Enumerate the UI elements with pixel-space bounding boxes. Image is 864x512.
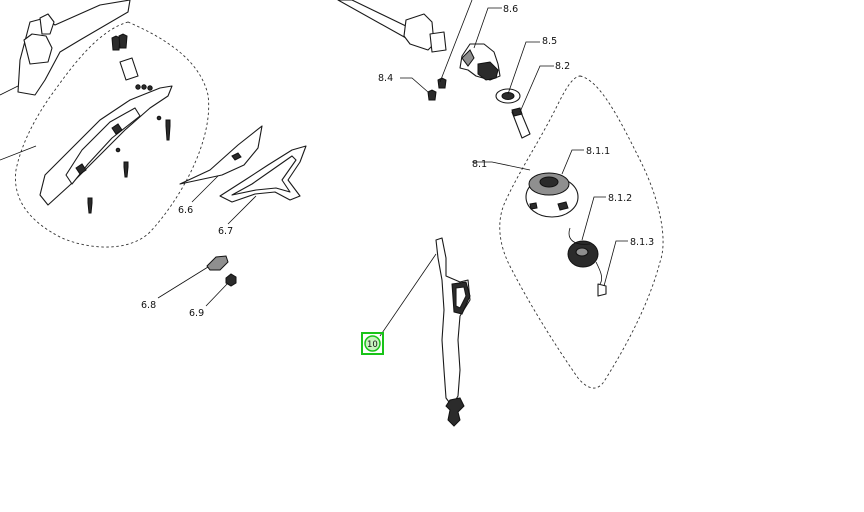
clip — [119, 57, 139, 81]
shaft-clamp — [403, 13, 435, 51]
spool-eyelet — [529, 202, 538, 210]
nut — [135, 84, 141, 90]
callout-6-6: 6.6 — [178, 205, 193, 216]
trimmer-head-group-boundary — [499, 75, 664, 389]
nut — [147, 85, 153, 91]
blade-gasket-inner — [231, 155, 297, 196]
drive-shaft — [337, 0, 411, 39]
leader-8-1 — [472, 161, 531, 171]
callout-8-6: 8.6 — [503, 4, 518, 15]
trimmer-line — [568, 227, 603, 285]
selected-callout-highlight[interactable] — [361, 332, 384, 355]
cap-6-8 — [206, 255, 229, 271]
screw-8-4b — [437, 77, 447, 89]
screw — [165, 119, 171, 141]
callout-10: 10 — [367, 340, 378, 350]
shaft-tube — [429, 31, 447, 53]
spool-eyelet — [557, 201, 569, 211]
guard-slot — [111, 123, 123, 135]
leader-8-4 — [400, 77, 429, 93]
strap-hook — [445, 397, 465, 427]
strap-buckle-slot — [455, 286, 467, 309]
leader-8-2 — [519, 65, 554, 113]
washer — [115, 147, 121, 153]
bracket-ear — [39, 13, 55, 35]
nut — [141, 84, 147, 90]
gear-head-neck — [461, 49, 475, 67]
shoulder-strap-assembly: 10 — [361, 237, 471, 427]
callout-8-1-3: 8.1.3 — [630, 237, 654, 248]
blade-parts: 6.6 6.7 — [178, 125, 307, 237]
leader-8-1-2 — [581, 196, 606, 241]
callout-6-8: 6.8 — [141, 300, 156, 311]
gear-head-collar — [477, 61, 499, 81]
callout-8-1-1: 8.1.1 — [586, 146, 610, 157]
callout-8-2: 8.2 — [555, 61, 570, 72]
leader-10 — [379, 253, 437, 337]
gearhead-assembly: 8.6 8.5 8.4 8.2 — [337, 0, 570, 139]
leader-6-8 — [157, 266, 209, 299]
eyelet-8-1-3 — [597, 283, 607, 297]
leader-8-5 — [507, 41, 540, 95]
guard-slot — [75, 163, 87, 175]
washer-8-5-inner — [501, 92, 515, 100]
nut-6-9 — [225, 273, 237, 287]
leader-6-6 — [191, 175, 219, 203]
callout-8-1: 8.1 — [472, 159, 487, 170]
debris-guard — [39, 85, 173, 206]
leader-8-1-3 — [603, 240, 628, 287]
callout-8-5: 8.5 — [542, 36, 557, 47]
bracket-clamp — [23, 33, 53, 65]
small-parts: 6.8 6.9 — [141, 255, 237, 319]
screw-8-4 — [427, 89, 437, 101]
leader-6-7 — [227, 195, 257, 225]
bracket-arrow — [0, 85, 19, 96]
leader-8-4-top — [439, 0, 473, 83]
callout-10-marker — [364, 335, 381, 352]
callout-6-9: 6.9 — [189, 308, 204, 319]
screw — [123, 161, 129, 178]
blade-6-6 — [179, 125, 263, 185]
leader-8-1-1 — [561, 149, 584, 175]
callout-8-4: 8.4 — [378, 73, 393, 84]
leader-8-6 — [473, 7, 502, 49]
spool-knob — [539, 176, 559, 188]
screw — [87, 197, 93, 214]
pin-8-2-head — [511, 107, 523, 117]
guard-group-boundary — [15, 21, 210, 248]
leader-6-9 — [205, 282, 229, 307]
callout-6-7: 6.7 — [218, 226, 233, 237]
trimmer-head-assembly: 8.1 8.1.1 8.1.2 8.1.3 — [472, 75, 664, 389]
washer — [156, 115, 162, 121]
guard-arrow — [0, 145, 37, 161]
line-spool-center — [575, 247, 589, 257]
shoulder-strap — [435, 237, 471, 407]
guard-rib — [65, 107, 141, 185]
callout-8-1-2: 8.1.2 — [608, 193, 632, 204]
blade-hole — [231, 152, 242, 161]
bolt — [118, 33, 128, 49]
guard-assembly — [0, 0, 210, 248]
